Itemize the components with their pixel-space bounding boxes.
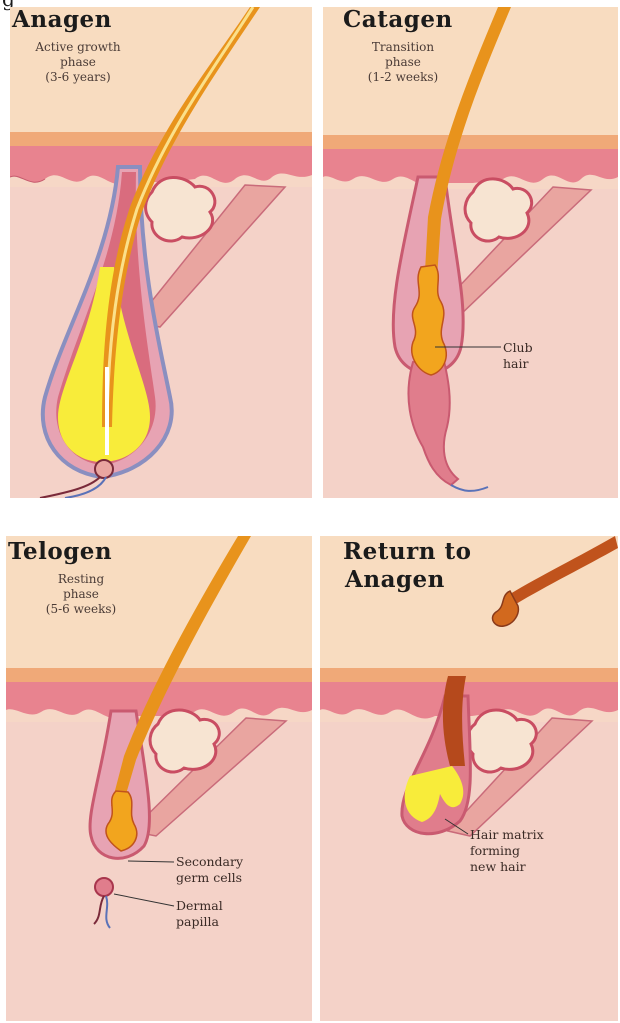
secondary-germ-cells-label-1: Secondary <box>176 854 243 869</box>
telogen-subtitle-3: (5-6 weeks) <box>31 602 131 617</box>
anagen-subtitle-2: phase <box>28 55 128 70</box>
catagen-title: Catagen <box>343 7 453 33</box>
anagen-title: Anagen <box>12 7 112 33</box>
telogen-title: Telogen <box>8 539 112 565</box>
catagen-subtitle-3: (1-2 weeks) <box>353 70 453 85</box>
return-to-anagen-follicle-illustration <box>320 536 618 1021</box>
panel-anagen: Anagen Active growth phase (3-6 years) <box>10 7 312 498</box>
hair-matrix-label-1: Hair matrix <box>470 827 544 842</box>
return-title-line-1: Return to <box>343 539 471 565</box>
hair-matrix-label-3: new hair <box>470 859 526 874</box>
dermal-papilla-label-1: Dermal <box>176 898 223 913</box>
panel-telogen: Telogen Resting phase (5-6 weeks) Second… <box>6 536 312 1021</box>
anagen-subtitle-3: (3-6 years) <box>28 70 128 85</box>
telogen-subtitle-2: phase <box>31 587 131 602</box>
panel-catagen: Catagen Transition phase (1-2 weeks) Clu… <box>323 7 618 498</box>
secondary-germ-cells-label-2: germ cells <box>176 870 242 885</box>
hair-matrix-label-2: forming <box>470 843 520 858</box>
telogen-subtitle-1: Resting <box>31 572 131 587</box>
catagen-subtitle-2: phase <box>353 55 453 70</box>
anagen-subtitle-1: Active growth <box>28 40 128 55</box>
dermal-papilla-label-2: papilla <box>176 914 219 929</box>
return-title-line-2: Anagen <box>345 567 445 593</box>
club-hair-label-1: Club <box>503 340 533 355</box>
club-hair-label-2: hair <box>503 356 528 371</box>
panel-return-to-anagen: Return to Anagen Hair matrix forming new… <box>320 536 618 1021</box>
catagen-subtitle-1: Transition <box>353 40 453 55</box>
